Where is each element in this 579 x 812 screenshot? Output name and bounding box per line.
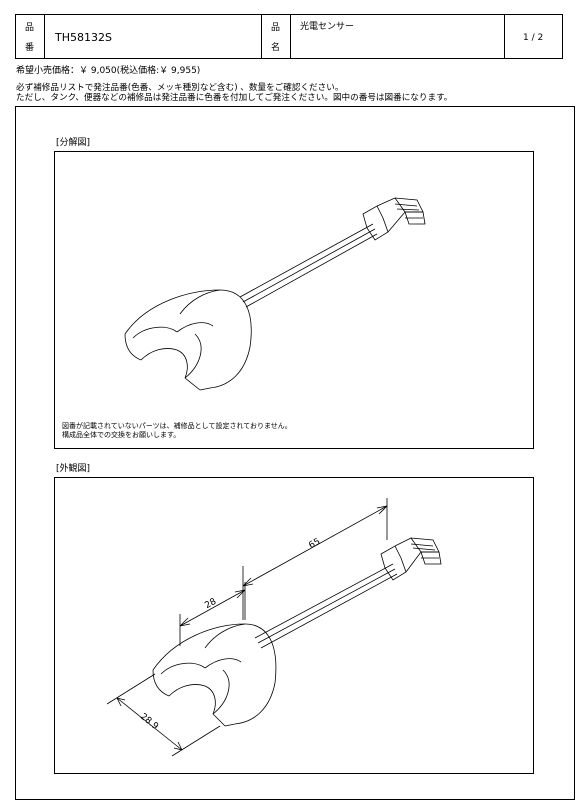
- notice-line-1: 必ず補修品リストで発注品番(色番、メッキ種別など含む) 、数量をご確認ください。: [16, 83, 344, 93]
- label-hin: 品: [25, 23, 35, 33]
- exploded-view-label: [分解図]: [56, 138, 91, 148]
- price-line: 希望小売価格：￥ 9,050(税込価格:￥ 9,955): [16, 66, 201, 76]
- label-ban: 番: [25, 43, 35, 53]
- exploded-note-2: 構成品全体での交換をお願いします。: [62, 431, 181, 439]
- external-view-panel: 65 28 28.9: [54, 477, 534, 774]
- label-hin-2: 品: [271, 23, 281, 33]
- notice-line-2: ただし、タンク、便器などの補修品は発注品番に色番を付加してご発注ください。図中の…: [16, 93, 453, 103]
- external-view-label: [外観図]: [56, 464, 91, 474]
- part-name: 光電センサー: [300, 22, 355, 32]
- drawing-frame: [分解図] 図番が記載されていないパーツは、補修品として設定されておりません。 …: [15, 106, 575, 800]
- exploded-note-1: 図番が記載されていないパーツは、補修品として設定されておりません。: [62, 422, 292, 430]
- exploded-view-drawing: [124, 197, 426, 391]
- part-number: TH58132S: [55, 31, 112, 44]
- page-number: 1 / 2: [523, 33, 544, 43]
- external-view-drawing: [106, 498, 442, 757]
- exploded-view-panel: 図番が記載されていないパーツは、補修品として設定されておりません。 構成品全体で…: [54, 151, 534, 449]
- header-table: 品 番 TH58132S 品 名 光電センサー 1 / 2: [15, 14, 563, 59]
- label-mei: 名: [271, 43, 281, 53]
